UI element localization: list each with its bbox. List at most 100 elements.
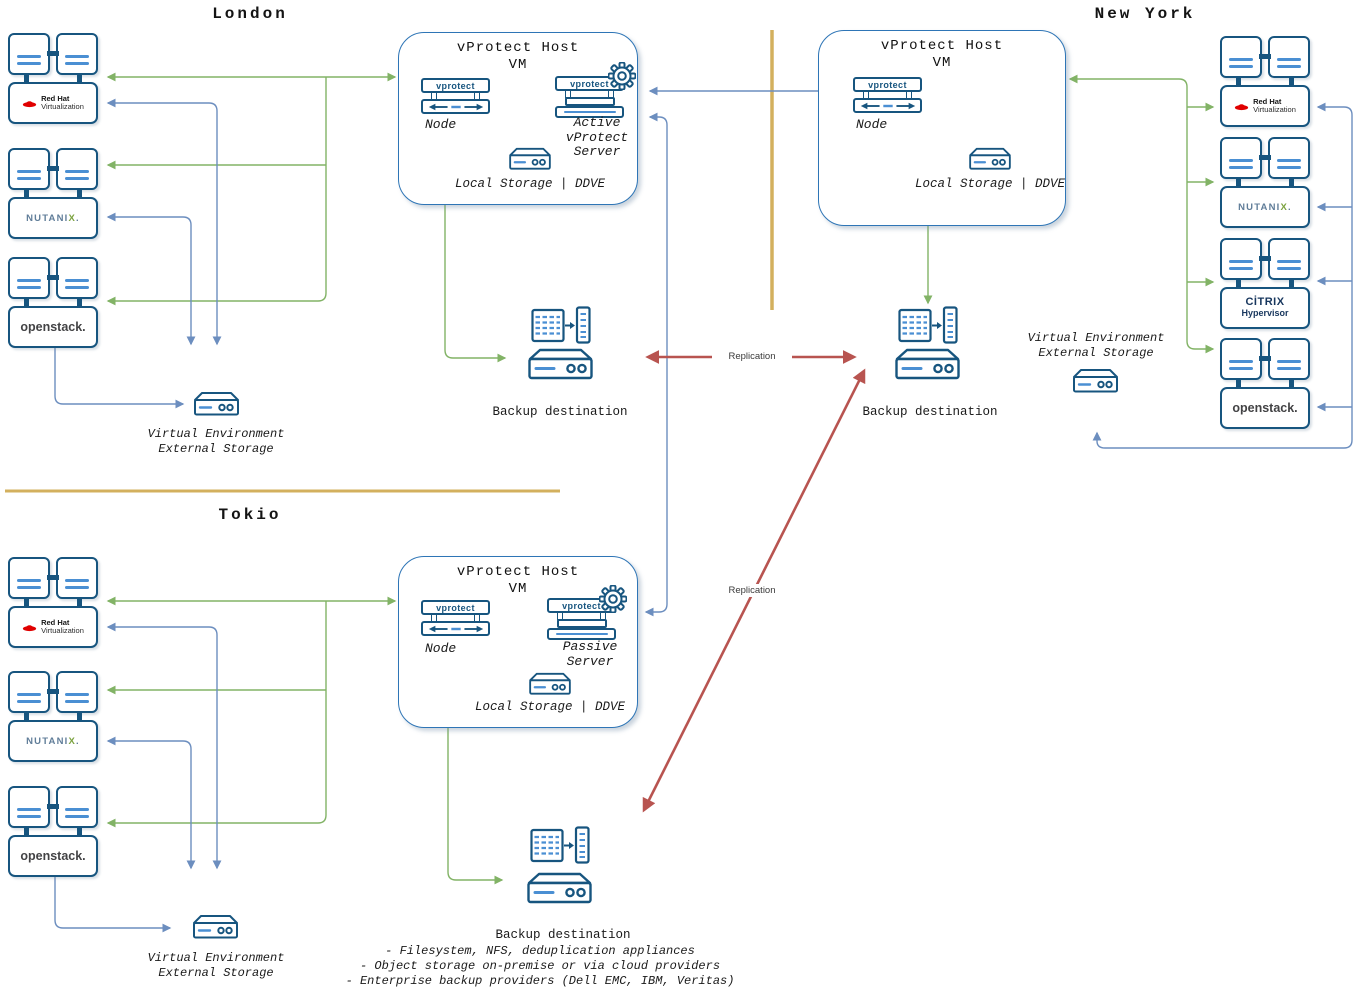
cluster-stem xyxy=(77,598,82,607)
vm-icon xyxy=(56,148,98,190)
backup-note: - Object storage on-premise or via cloud… xyxy=(359,959,721,973)
cluster-ny-openstack: openstack. xyxy=(1220,338,1310,429)
vm-icon xyxy=(56,557,98,599)
host-title: vProtect Host xyxy=(456,564,580,580)
cluster-stem xyxy=(77,298,82,307)
replication-label-diagonal: Replication xyxy=(712,584,792,597)
vm-connector xyxy=(47,166,59,171)
node-arrows-icon xyxy=(428,625,483,632)
external-storage-label-tokio: Virtual Environment External Storage xyxy=(147,951,285,980)
vm-icon xyxy=(8,671,50,713)
node-arrows-icon xyxy=(428,103,483,110)
redhat-logo-line2: Virtualization xyxy=(41,102,84,111)
vm-connector xyxy=(47,804,59,809)
nutanix-text: NUTANI xyxy=(26,212,69,224)
vprotect-host-london: vProtect Host VM xyxy=(398,32,638,205)
external-storage-icon-tokio xyxy=(193,915,238,939)
cluster-stem xyxy=(1236,178,1241,187)
gear-icon xyxy=(599,585,627,613)
vm-icon xyxy=(1268,137,1310,179)
vm-icon xyxy=(1268,238,1310,280)
arrow-london-nutanix-extstorage xyxy=(106,212,196,346)
arrow-tokio-redhat-extstorage xyxy=(106,622,222,870)
cluster-stem xyxy=(77,827,82,836)
cluster-stem xyxy=(24,712,29,721)
vm-connector xyxy=(1259,356,1271,361)
vm-icon xyxy=(8,557,50,599)
dedup-icon-london xyxy=(531,306,591,344)
redhat-hat-icon xyxy=(22,624,37,631)
vm-icon xyxy=(56,257,98,299)
host-title: vProtect Host xyxy=(456,40,580,56)
vm-icon xyxy=(56,33,98,75)
vm-connector xyxy=(47,575,59,580)
local-storage-icon-tokio xyxy=(529,672,571,695)
vm-connector xyxy=(47,275,59,280)
vm-icon xyxy=(8,148,50,190)
host-title: vProtect Host xyxy=(880,38,1004,54)
arrow-tokio-openstack-extstorage xyxy=(54,871,172,933)
arrow-ny-redhat-extstorage xyxy=(1092,102,1353,449)
arrow-tokio-node-backup xyxy=(443,665,504,885)
host-subtitle: VM xyxy=(932,55,952,71)
vm-icon xyxy=(8,33,50,75)
openstack-logo: openstack. xyxy=(8,835,98,877)
cluster-stem xyxy=(1236,379,1241,388)
vprotect-node-icon-london: vprotect xyxy=(421,78,490,114)
openstack-logo: openstack. xyxy=(1220,387,1310,429)
arrow-london-openstack-extstorage xyxy=(54,347,185,409)
backup-destination-label-tokio: Backup destination xyxy=(495,928,631,942)
vm-connector xyxy=(1259,256,1271,261)
cluster-tokio-nutanix: NUTANIX. xyxy=(8,671,98,762)
backup-destination-notes: - Filesystem, NFS, deduplication applian… xyxy=(300,944,780,989)
arrow-london-openstack-vprotect xyxy=(106,77,327,306)
host-subtitle: VM xyxy=(508,581,528,597)
cluster-london-openstack: openstack. xyxy=(8,257,98,348)
cluster-stem xyxy=(1289,77,1294,86)
vprotect-host-newyork: vProtect Host VM xyxy=(818,30,1066,226)
backup-appliance-icon-london xyxy=(528,348,593,380)
redhat-logo-line1: Red Hat xyxy=(41,94,70,103)
vm-connector xyxy=(47,51,59,56)
vm-icon xyxy=(8,786,50,828)
backup-appliance-icon-newyork xyxy=(895,348,960,380)
vm-icon xyxy=(1220,238,1262,280)
passive-server-label: Passive Server xyxy=(562,639,618,669)
redhat-hat-icon xyxy=(22,100,37,107)
replication-label-horizontal: Replication xyxy=(712,350,792,363)
gear-icon xyxy=(608,62,636,90)
vm-icon xyxy=(56,671,98,713)
backup-appliance-icon-tokio xyxy=(527,872,592,904)
vprotect-node-icon-tokio: vprotect xyxy=(421,600,490,636)
cluster-stem xyxy=(1236,77,1241,86)
cluster-stem xyxy=(1289,279,1294,288)
arrow-tokio-nutanix-extstorage xyxy=(106,736,196,870)
nutanix-logo: NUTANIX. xyxy=(8,720,98,762)
arrow-activeserver-tokio-passiveserver xyxy=(644,112,668,617)
vm-connector xyxy=(1259,155,1271,160)
nutanix-dot: . xyxy=(76,212,80,224)
backup-note: - Enterprise backup providers (Dell EMC,… xyxy=(345,974,735,988)
vm-icon xyxy=(56,786,98,828)
external-storage-icon-london xyxy=(194,392,239,416)
cluster-stem xyxy=(24,598,29,607)
nutanix-logo: NUTANIX. xyxy=(8,197,98,239)
node-label-newyork: Node xyxy=(856,117,888,132)
cluster-stem xyxy=(1236,279,1241,288)
cluster-stem xyxy=(1289,178,1294,187)
dedup-icon-newyork xyxy=(898,306,958,344)
cluster-tokio-openstack: openstack. xyxy=(8,786,98,877)
backup-destination-label-london: Backup destination xyxy=(492,405,628,419)
local-storage-icon-newyork xyxy=(969,147,1011,170)
node-arrows-icon xyxy=(860,102,915,109)
vprotect-node-icon-newyork: vprotect xyxy=(853,77,922,113)
vm-connector xyxy=(1259,54,1271,59)
local-storage-label-london: Local Storage | DDVE xyxy=(454,177,606,191)
site-title-newyork: New York xyxy=(1094,5,1196,23)
cluster-stem xyxy=(77,712,82,721)
